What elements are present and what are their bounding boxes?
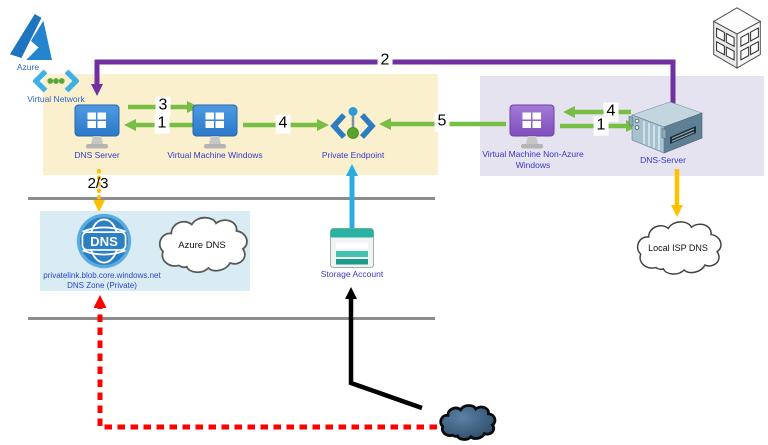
dns-server-right-label: DNS-Server: [640, 155, 686, 165]
dns-zone-globe-icon: DNS: [74, 211, 134, 271]
step-label-2: 2: [377, 51, 393, 71]
separator-line-top: [28, 197, 435, 200]
virtual-network-icon: [32, 68, 80, 94]
step-label-2-3: 2/3: [87, 175, 109, 193]
private-endpoint-label: Private Endpoint: [321, 150, 385, 160]
vm-windows-icon: [192, 104, 238, 150]
separator-line-bottom: [28, 317, 435, 320]
internet-cloud-icon: [435, 401, 499, 444]
step-label-1-right: 1: [593, 116, 609, 136]
step-label-1-left: 1: [154, 114, 170, 134]
vm-non-azure-label: Virtual Machine Non-Azure Windows: [482, 149, 584, 171]
private-dns-zone-label: privatelink.blob.core.windows.net DNS Zo…: [43, 271, 161, 291]
dns-server-right-icon: [624, 99, 708, 157]
arrow-internet-to-dns-zone-red: [93, 295, 437, 430]
local-isp-dns-cloud: Local ISP DNS: [634, 217, 722, 279]
dns-globe-text: DNS: [90, 234, 118, 249]
dns-server-left-label: DNS Server: [74, 150, 120, 160]
azure-logo-icon: [8, 12, 52, 62]
azure-label: Azure: [16, 62, 40, 72]
azure-dns-cloud-label: Azure DNS: [178, 239, 226, 251]
step-label-5: 5: [434, 112, 450, 132]
private-endpoint-icon: [330, 102, 376, 148]
arrow-internet-to-storage: [345, 287, 423, 411]
step-label-3: 3: [155, 96, 171, 116]
azure-dns-cloud: Azure DNS: [156, 214, 248, 276]
storage-account-icon: [330, 228, 374, 268]
dns-server-left-icon: [74, 104, 120, 150]
vm-windows-label: Virtual Machine Windows: [167, 150, 263, 160]
vm-non-azure-icon: [508, 104, 556, 150]
storage-account-label: Storage Account: [320, 269, 384, 279]
virtual-network-label: Virtual Network: [27, 94, 85, 104]
local-isp-dns-cloud-label: Local ISP DNS: [648, 243, 708, 253]
building-icon: [706, 2, 768, 70]
step-label-4-middle: 4: [275, 114, 291, 134]
